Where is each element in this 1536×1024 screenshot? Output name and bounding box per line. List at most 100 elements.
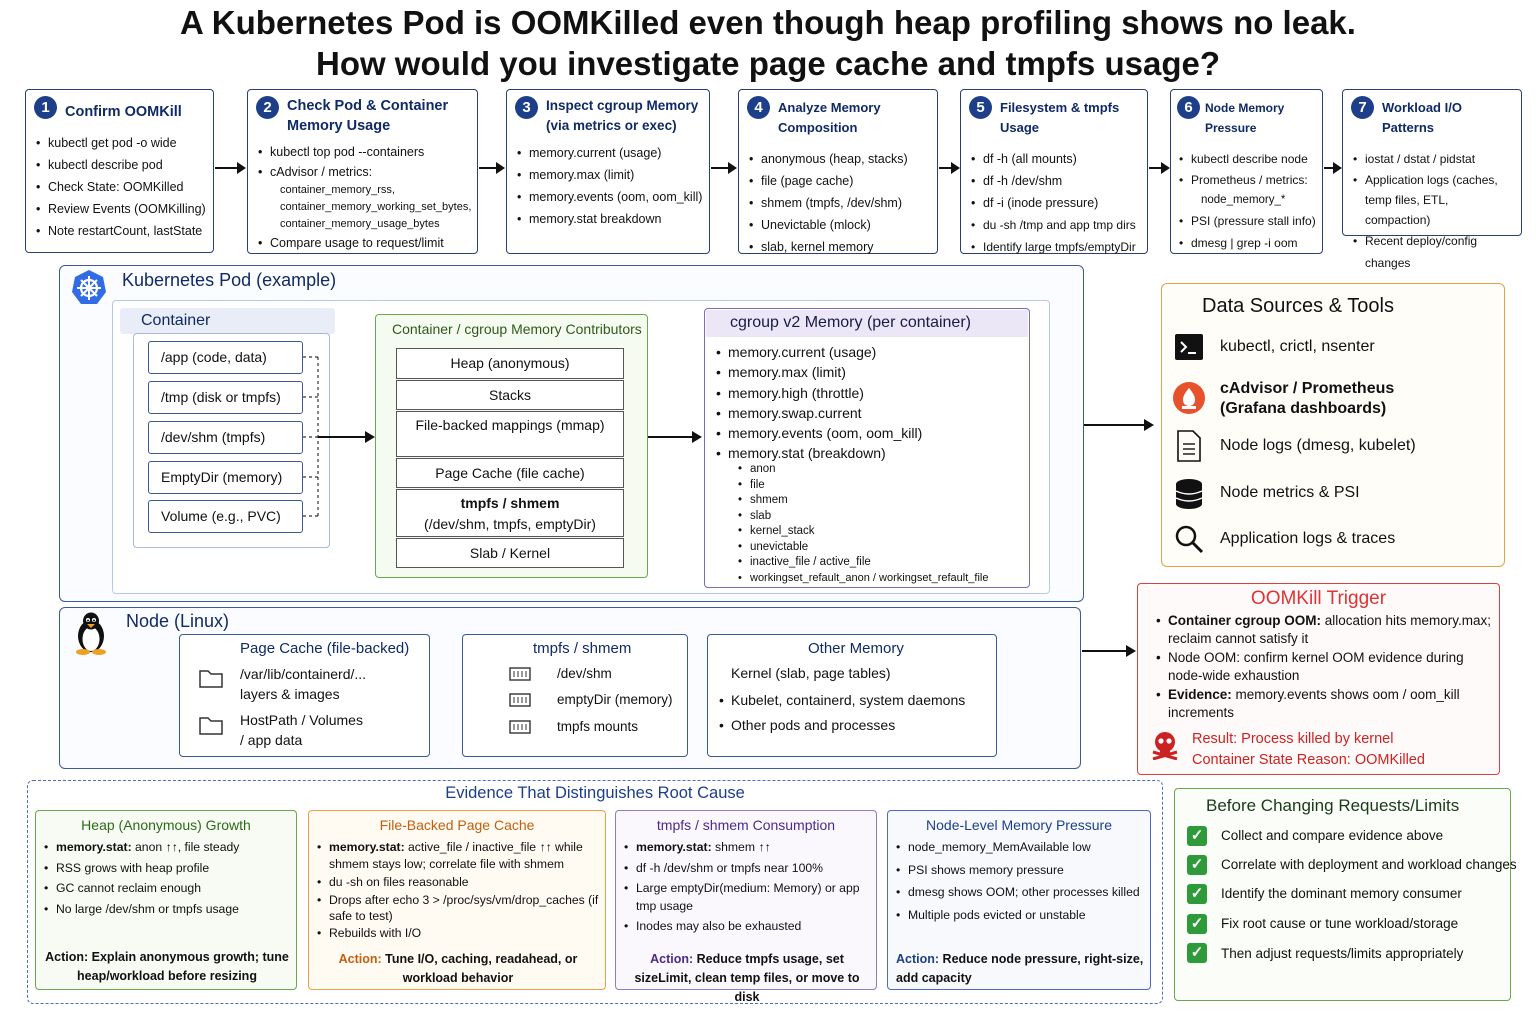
list-item: RSS grows with heap profile	[42, 860, 290, 878]
list-item: iostat / dstat / pidstat	[1351, 148, 1517, 170]
list-item: Multiple pods evicted or unstable	[894, 907, 1144, 925]
document-icon	[1176, 430, 1202, 467]
list-subitem: inactive_file / active_file	[714, 555, 1030, 571]
action-text: Explain anonymous growth; tune heap/work…	[77, 950, 289, 983]
evidence-text: anon ↑↑, file steady	[131, 840, 240, 854]
list-item: Large emptyDir(medium: Memory) or app tm…	[622, 880, 870, 915]
list-subitem: container_memory_rss,	[280, 184, 395, 196]
container-connector	[303, 356, 375, 517]
cgroup-title: cgroup v2 Memory (per container)	[730, 314, 971, 331]
list-item: df -h (all mounts)	[969, 148, 1147, 170]
list-item: memory.stat: active_file / inactive_file…	[315, 839, 599, 873]
list-subitem: container_memory_working_set_bytes,	[280, 201, 472, 213]
oomkill-title: OOMKill Trigger	[1250, 588, 1387, 609]
evidence-card-heap: Heap (Anonymous) Growth memory.stat: ano…	[35, 810, 297, 990]
node-tmpfs-panel	[462, 634, 688, 757]
evidence-card-node: Node-Level Memory Pressure node_memory_M…	[887, 810, 1151, 990]
tmpfs-item: tmpfs mounts	[557, 719, 639, 734]
checklist-item: Then adjust requests/limits appropriatel…	[1221, 946, 1464, 961]
before-changing-panel	[1174, 788, 1511, 1001]
node-title: Node (Linux)	[126, 611, 230, 631]
action-label: Action:	[896, 952, 940, 966]
contributor-stacks: Stacks	[396, 380, 624, 410]
step-number: 1	[34, 96, 57, 119]
list-item: Evidence: memory.events shows oom / oom_…	[1154, 686, 1494, 722]
tmpfs-item: /dev/shm	[557, 666, 612, 681]
step-5-card: 5 Filesystem & tmpfs Usage df -h (all mou…	[960, 89, 1148, 258]
evidence-action: Action: Reduce tmpfs usage, set sizeLimi…	[622, 950, 872, 1007]
evidence-label: memory.stat:	[56, 840, 132, 854]
terminal-icon	[1174, 333, 1204, 366]
list-item: node_memory_MemAvailable low	[894, 839, 1144, 857]
cgroup-list: memory.current (usage) memory.max (limit…	[714, 342, 1024, 464]
mount-item: /dev/shm (tmpfs)	[148, 421, 303, 454]
list-item: memory.high (throttle)	[714, 383, 1024, 404]
step-number: 2	[256, 96, 279, 119]
oom-text: allocation hits memory.max; reclaim cann…	[1168, 613, 1492, 646]
page-cache-item: /var/lib/containerd/...	[240, 666, 367, 682]
flow-arrow	[939, 162, 960, 174]
oom-reason: Container State Reason: OOMKilled	[1192, 752, 1425, 768]
list-item: Drops after echo 3 > /proc/sys/vm/drop_c…	[315, 892, 599, 924]
action-label: Action:	[650, 952, 694, 966]
list-item: Container cgroup OOM: allocation hits me…	[1154, 612, 1494, 648]
node-to-oom-arrow	[1082, 645, 1136, 657]
checkmark-icon: ✓	[1187, 826, 1207, 846]
step-title: Check Pod & Container Memory Usage	[287, 98, 449, 134]
mount-item: EmptyDir (memory)	[148, 461, 303, 494]
list-item: file (page cache)	[747, 170, 937, 192]
step-title: Filesystem & tmpfs Usage	[1000, 100, 1120, 135]
evidence-card-title: Node-Level Memory Pressure	[926, 817, 1112, 833]
list-item: memory.max (limit)	[515, 164, 709, 186]
checkmark-icon: ✓	[1187, 855, 1207, 875]
container-header	[120, 308, 335, 334]
step-number: 4	[747, 96, 770, 119]
contributor-slab: Slab / Kernel	[396, 538, 624, 568]
node-page-cache-panel	[179, 634, 430, 757]
list-subitem: kernel_stack	[714, 524, 1030, 540]
list-item: Unevictable (mlock)	[747, 214, 937, 236]
checkmark-icon: ✓	[1187, 884, 1207, 904]
list-item: Kubelet, containerd, system daemons	[717, 688, 995, 713]
action-text: Reduce tmpfs usage, set sizeLimit, clean…	[634, 952, 860, 1004]
flow-arrow	[1324, 162, 1342, 174]
oom-label: Evidence:	[1168, 687, 1232, 702]
list-item: Review Events (OOMKilling)	[34, 198, 213, 220]
tool-item: (Grafana dashboards)	[1220, 400, 1387, 417]
contributor-tmpfs: tmpfs / shmem (/dev/shm, tmpfs, emptyDir…	[396, 489, 624, 537]
list-item: cAdvisor / metrics:	[256, 162, 477, 182]
step-number: 5	[969, 96, 992, 119]
mount-item: /tmp (disk or tmpfs)	[148, 381, 303, 414]
list-item: df -i (inode pressure)	[969, 192, 1147, 214]
action-text: Reduce node pressure, right-size, add ca…	[896, 952, 1144, 985]
evidence-text: shmem ↑↑	[711, 840, 771, 854]
step-number: 6	[1177, 96, 1200, 119]
list-item: Check State: OOMKilled	[34, 176, 213, 198]
page-subtitle: How would you investigate page cache and…	[315, 45, 1220, 82]
kubernetes-icon	[70, 268, 108, 306]
evidence-card-title: File-Backed Page Cache	[379, 817, 535, 833]
contributor-page-cache: Page Cache (file cache)	[396, 458, 624, 488]
list-subitem: slab	[714, 509, 1030, 525]
list-item: Application logs (caches, temp files, ET…	[1351, 170, 1517, 230]
node-other-title: Other Memory	[808, 640, 904, 657]
pod-to-tools-arrow	[1084, 419, 1154, 431]
tools-panel	[1161, 283, 1505, 567]
list-item: Compare usage to request/limit	[256, 233, 477, 253]
action-label: Action:	[338, 952, 382, 966]
flow-arrow	[479, 162, 505, 174]
tool-item: Application logs & traces	[1220, 530, 1396, 547]
list-item: dmesg | grep -i oom	[1177, 232, 1322, 254]
list-item: No large /dev/shm or tmpfs usage	[42, 901, 290, 919]
step-title: Node Memory Pressure	[1205, 101, 1285, 135]
mount-item: Volume (e.g., PVC)	[148, 500, 303, 533]
list-subitem: unevictable	[714, 540, 1030, 556]
other-memory-list: Kubelet, containerd, system daemons Othe…	[717, 688, 995, 738]
tool-item: cAdvisor / Prometheus	[1220, 380, 1395, 397]
list-item: memory.current (usage)	[515, 142, 709, 164]
flow-arrow	[215, 162, 246, 174]
evidence-action: Action: Explain anonymous growth; tune h…	[42, 948, 292, 986]
